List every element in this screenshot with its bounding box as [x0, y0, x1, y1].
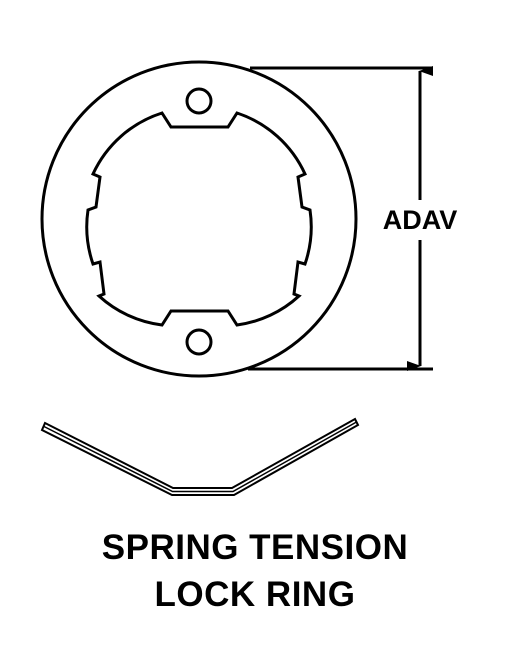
ring-top-view — [40, 60, 358, 378]
caption-title-line-1: SPRING TENSION — [101, 528, 409, 567]
ring-outer-edge — [40, 60, 358, 378]
ring-top-hole — [185, 87, 213, 115]
ring-edge-profile — [40, 417, 360, 496]
ring-edge-inner-line — [43, 421, 357, 493]
caption-title-line-2: LOCK RING — [154, 575, 356, 614]
ring-inner-opening — [85, 111, 313, 327]
ring-side-view — [40, 417, 360, 496]
dimension-callout: ADAV — [248, 66, 458, 371]
ring-bottom-hole — [185, 328, 213, 356]
dimension-label: ADAV — [383, 205, 458, 235]
